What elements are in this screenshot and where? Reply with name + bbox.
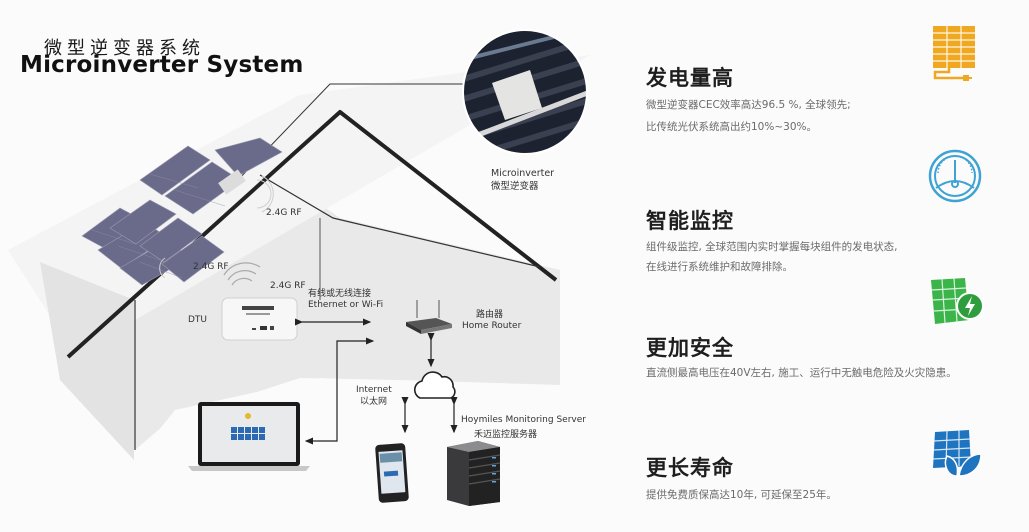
server-label-cn: 禾迈监控服务器 <box>474 430 538 440</box>
system-diagram <box>40 29 588 506</box>
feature-title: 发电量高 <box>646 66 734 90</box>
feature-desc-line: 直流侧最高电压在40V左右, 施工、运行中无触电危险及火灾隐患。 <box>646 367 957 379</box>
microinverter-label-cn: 微型逆变器 <box>491 181 539 192</box>
laptop-device <box>188 402 310 471</box>
title-english: Microinverter System <box>20 52 304 78</box>
title-chinese: 微型逆变器系统 <box>44 38 205 59</box>
internet-label-cn: 以太网 <box>360 397 388 407</box>
rf-label-panel: 2.4G RF <box>193 262 229 272</box>
wifi-icon <box>223 262 261 286</box>
router-label-cn: 路由器 <box>476 310 504 320</box>
dtu-label: DTU <box>188 315 208 325</box>
feature-desc-line: 微型逆变器CEC效率高达96.5 %, 全球领先; <box>646 99 851 111</box>
microinverter-label-en: Microinverter <box>491 168 555 179</box>
server-device <box>447 441 501 506</box>
panel-grid-lines <box>91 173 226 279</box>
dtu-device <box>221 297 298 341</box>
cloud-icon <box>414 371 456 399</box>
solar-panel-plug-icon <box>933 26 975 81</box>
solar-panel-lightning-icon <box>931 278 984 324</box>
connection-label-cn: 有线或无线连接 <box>308 289 372 299</box>
feature-title: 更加安全 <box>646 336 734 360</box>
connection-label-en: Ethernet or Wi-Fi <box>308 300 384 310</box>
solar-panel-leaf-icon <box>932 430 982 477</box>
feature-desc-line: 提供免费质保高达10年, 可延保至25年。 <box>646 489 837 501</box>
feature-desc-line: 在线进行系统维护和故障排除。 <box>646 261 793 273</box>
phone-device <box>375 443 409 503</box>
laptop-router-arrow <box>318 337 375 442</box>
microinverter-photo <box>462 29 588 155</box>
router-device <box>406 300 452 334</box>
solar-panels <box>81 137 283 286</box>
rf-label-roof: 2.4G RF <box>266 208 302 218</box>
internet-label-en: Internet <box>356 385 392 395</box>
rf-signal-arcs <box>159 175 274 279</box>
server-label-en: Hoymiles Monitoring Server <box>461 415 586 425</box>
connection-arrows <box>294 318 458 445</box>
rf-label-dtu: 2.4G RF <box>270 281 306 291</box>
feature-title: 智能监控 <box>646 209 734 233</box>
router-label-en: Home Router <box>462 321 522 331</box>
feature-desc-line: 比传统光伏系统高出约10%~30%。 <box>646 121 817 133</box>
microinverter-on-roof <box>218 169 246 195</box>
feature-desc-line: 组件级监控, 全球范围内实时掌握每块组件的发电状态, <box>646 241 898 253</box>
gauge-icon <box>928 149 982 203</box>
feature-title: 更长寿命 <box>646 456 734 480</box>
